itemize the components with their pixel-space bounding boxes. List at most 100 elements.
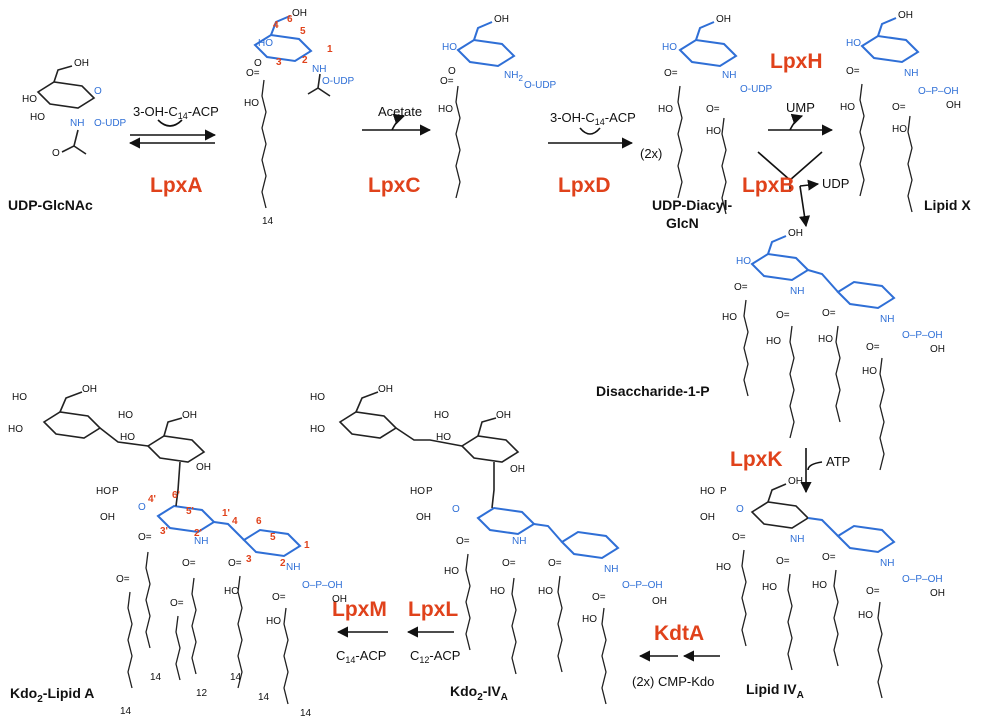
svg-text:O: O [138,502,146,513]
svg-text:NH2: NH2 [504,70,523,83]
svg-text:5: 5 [300,26,306,37]
svg-text:O=: O= [502,558,516,569]
svg-text:NH: NH [880,558,894,569]
svg-text:3': 3' [160,526,168,537]
svg-text:O=: O= [170,598,184,609]
svg-text:HO: HO [12,392,27,403]
svg-text:NH: NH [512,536,526,547]
svg-text:O=: O= [866,586,880,597]
reagent-atp: ATP [826,454,850,469]
svg-text:HO: HO [662,42,677,53]
svg-text:O-UDP: O-UDP [524,80,557,91]
svg-text:6: 6 [287,14,293,25]
svg-text:HO: HO [766,336,781,347]
enzyme-kdta: KdtA [654,622,704,645]
svg-text:HO: HO [258,38,273,49]
reagent-cmp-kdo: (2x) CMP-Kdo [632,674,714,689]
svg-text:NH: NH [790,286,804,297]
svg-text:2': 2' [194,528,202,539]
svg-text:HO: HO [310,392,325,403]
svg-text:4: 4 [232,516,238,527]
svg-text:O: O [736,504,744,515]
svg-text:HO: HO [818,334,833,345]
svg-text:OH: OH [898,10,913,21]
atom-ho: HO [22,94,37,105]
svg-text:14: 14 [230,672,242,683]
svg-text:HO: HO [266,616,281,627]
kdo2-iva-structure: HO OH HO HO OH HO OH HO P O OH NH NH O–P… [310,384,667,705]
svg-text:HO: HO [436,432,451,443]
atom-o-udp: O-UDP [94,118,127,129]
svg-text:1: 1 [327,44,333,55]
step-lpxk: LpxK ATP [730,448,850,494]
svg-text:HO: HO [700,486,715,497]
svg-text:O=: O= [182,558,196,569]
svg-text:HO: HO [490,586,505,597]
svg-text:14: 14 [262,216,274,227]
enzyme-lpxd: LpxD [558,174,611,197]
svg-text:NH: NH [604,564,618,575]
svg-text:O–P–OH: O–P–OH [902,574,943,585]
svg-text:HO: HO [658,104,673,115]
step-lpxh: LpxH UMP [768,50,834,136]
svg-text:OH: OH [930,344,945,355]
svg-text:OH: OH [496,410,511,421]
svg-text:HO: HO [96,486,111,497]
svg-text:HO: HO [434,410,449,421]
enzyme-lpxk: LpxK [730,448,783,471]
svg-text:O: O [452,504,460,515]
svg-text:NH: NH [194,536,208,547]
svg-text:O=: O= [892,102,906,113]
step-lpxl-lpxm: LpxL LpxM C12-ACP C14-ACP [332,598,460,665]
svg-text:HO: HO [538,586,553,597]
svg-text:OH: OH [930,588,945,599]
lipid-iva-structure: HO P O OH OH NH NH O–P–OH OH O= O= O= O=… [700,476,945,701]
svg-text:6': 6' [172,490,180,501]
enzyme-lpxh: LpxH [770,50,823,73]
svg-text:OH: OH [788,228,803,239]
svg-text:OH: OH [416,512,431,523]
svg-text:OH: OH [716,14,731,25]
svg-text:HO: HO [846,38,861,49]
step-kdta: KdtA (2x) CMP-Kdo [632,622,720,689]
svg-text:O=: O= [776,556,790,567]
svg-text:HO: HO [244,98,259,109]
svg-text:1': 1' [222,508,230,519]
step-lpxb: LpxB UDP [742,151,849,228]
svg-text:O=: O= [734,282,748,293]
svg-text:O=: O= [440,76,454,87]
svg-text:O: O [254,58,262,69]
svg-text:HO: HO [224,586,239,597]
svg-text:HO: HO [8,424,23,435]
svg-text:O–P–OH: O–P–OH [622,580,663,591]
svg-text:O=: O= [548,558,562,569]
compound-udp-glcnac: UDP-GlcNAc [8,197,93,213]
svg-text:2: 2 [280,558,286,569]
svg-text:OH: OH [510,464,525,475]
svg-text:2: 2 [302,55,308,66]
enzyme-lpxb: LpxB [742,174,795,197]
atom-oh: OH [74,58,89,69]
svg-text:5': 5' [186,506,194,517]
svg-text:4': 4' [148,494,156,505]
reagent-c14-acp: C14-ACP [336,648,386,665]
svg-text:O=: O= [246,68,260,79]
reagent-c12-acp: C12-ACP [410,648,460,665]
svg-text:4: 4 [273,20,279,31]
svg-text:O–P–OH: O–P–OH [902,330,943,341]
enzyme-lpxl: LpxL [408,598,458,621]
svg-text:NH: NH [722,70,736,81]
svg-text:HO: HO [716,562,731,573]
enzyme-lpxc: LpxC [368,174,421,197]
atom-o: O [52,148,60,159]
svg-text:OH: OH [788,476,803,487]
step-lpxd: 3-OH-C14-ACP (2x) LpxD [548,110,662,197]
compound-udp-diacyl-glcn-line1: UDP-Diacyl- [652,197,732,213]
svg-text:P: P [720,486,727,497]
atom-ho: HO [30,112,45,123]
enzyme-lpxm: LpxM [332,598,387,621]
svg-text:OH: OH [946,100,961,111]
svg-text:OH: OH [652,596,667,607]
svg-text:HO: HO [120,432,135,443]
